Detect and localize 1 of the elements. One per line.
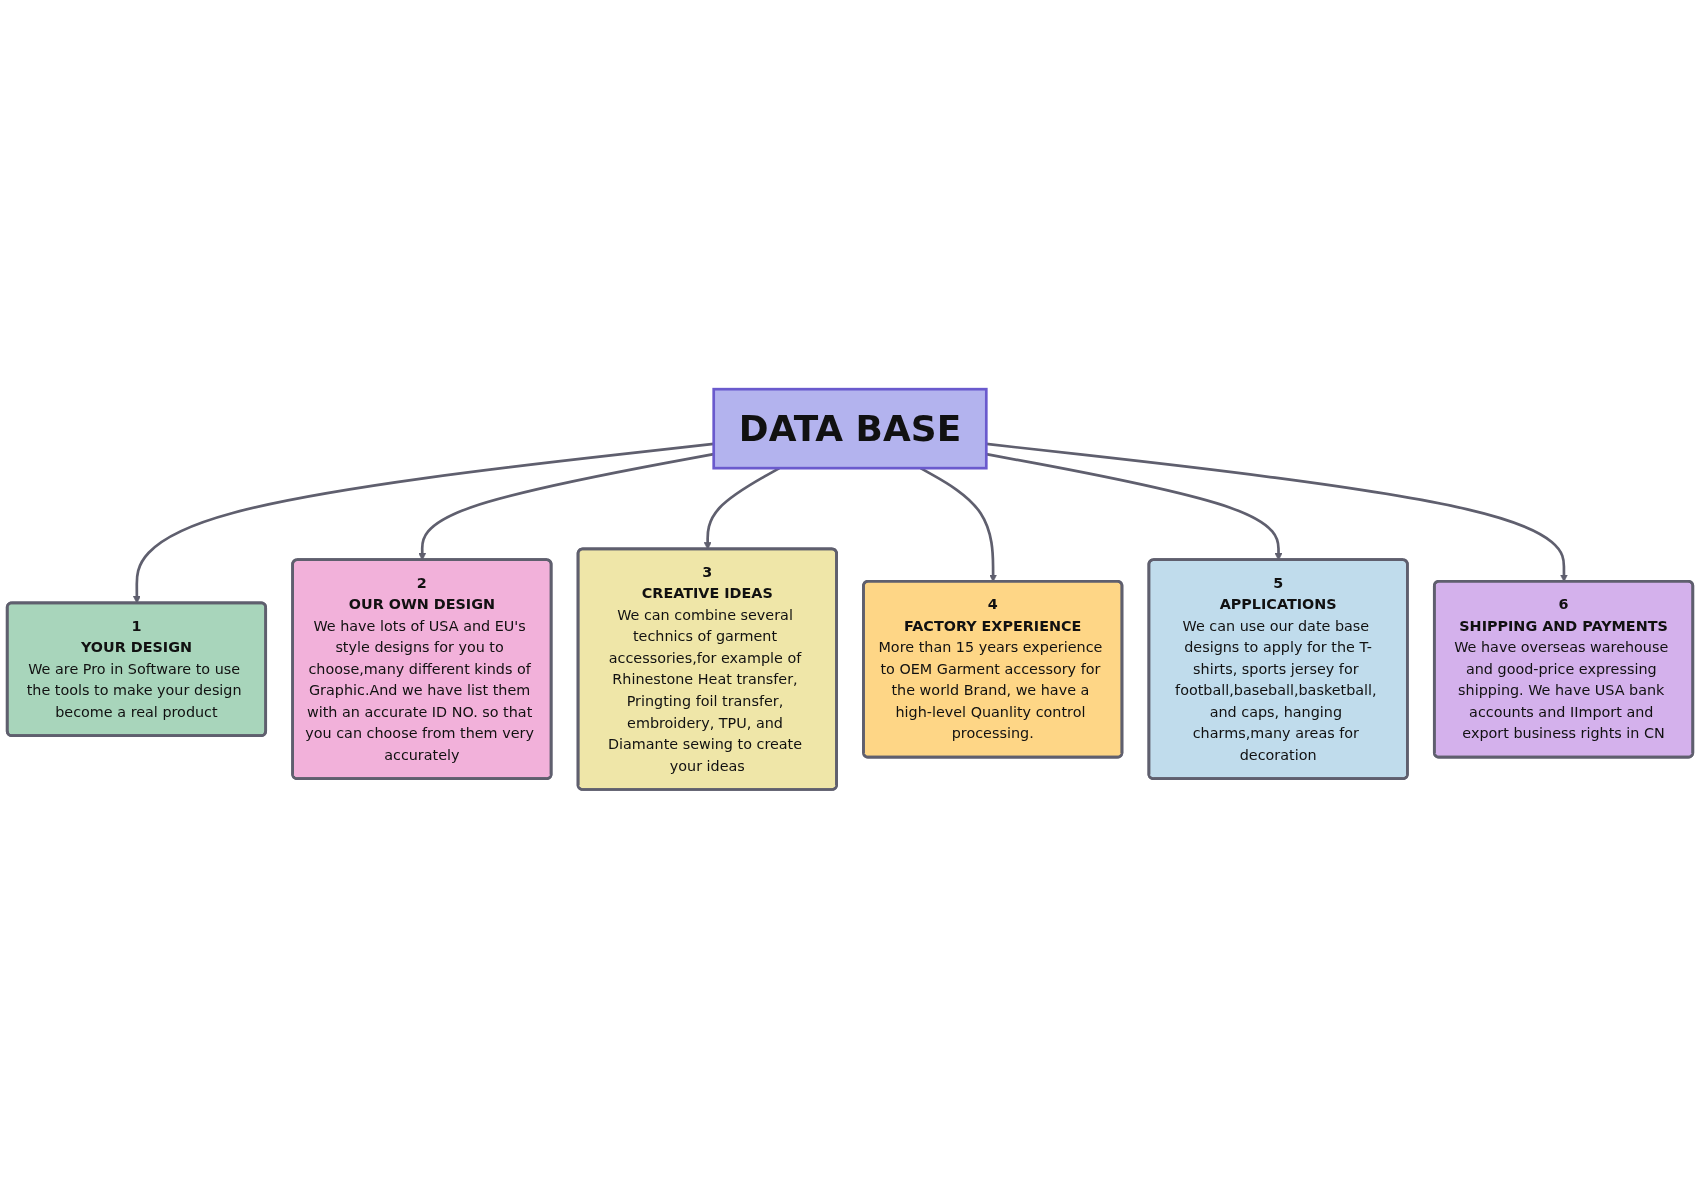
node-box: DATA BASE [712, 387, 988, 470]
